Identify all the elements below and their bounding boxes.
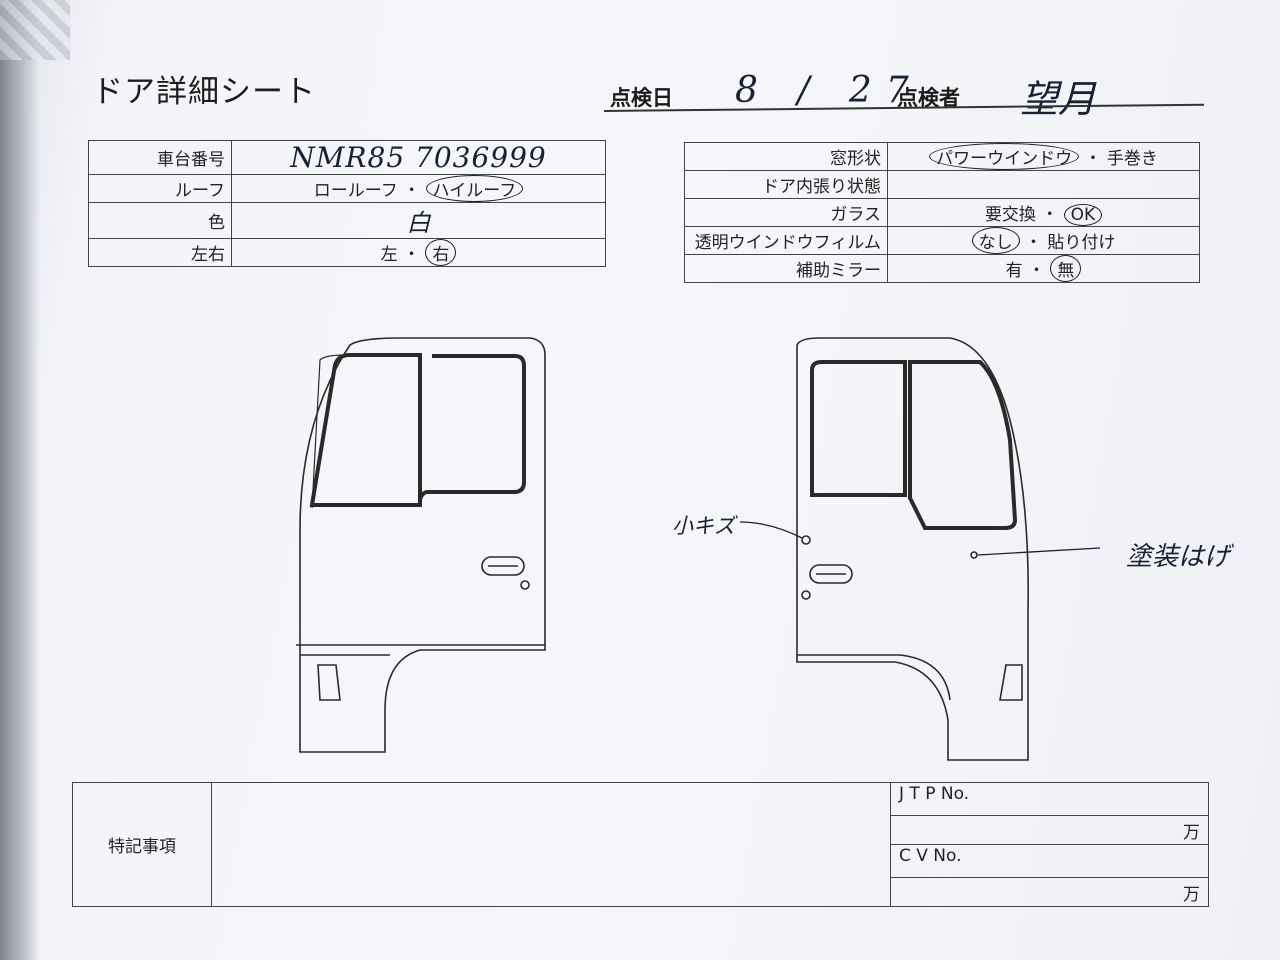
inspector-signature: 望月 xyxy=(1020,77,1097,121)
window-film-label: 透明ウインドウフィルム xyxy=(684,226,888,255)
separator: ・ xyxy=(1025,233,1042,253)
inspection-date-value: 8 / 27 xyxy=(735,70,923,111)
jtp-unit: 万 xyxy=(890,815,1209,845)
background-pattern xyxy=(0,0,70,60)
color-label: 色 xyxy=(88,202,232,239)
window-film-applied: 貼り付け xyxy=(1047,233,1116,253)
right-door-diagram xyxy=(796,337,1029,761)
table-row: 透明ウインドウフィルム なし ・ 貼り付け xyxy=(684,226,1200,255)
aux-mirror-no-circled: 無 xyxy=(1050,255,1082,282)
special-notes-content xyxy=(211,782,891,907)
paint-peel-note: 塗装はげ xyxy=(1126,542,1231,572)
window-type-manual: 手巻き xyxy=(1106,149,1158,169)
window-type-label: 窓形状 xyxy=(684,142,888,171)
table-row: 色 白 xyxy=(88,202,606,239)
separator: ・ xyxy=(1041,204,1059,225)
table-row: ルーフ ロールーフ ・ ハイルーフ xyxy=(88,174,606,203)
scratch-note: 小キズ xyxy=(672,514,735,538)
special-notes-table: 特記事項 J T P No. 万 C V No. 万 xyxy=(72,782,1209,907)
table-row: ガラス 要交換 ・ OK xyxy=(684,198,1200,227)
table-row: 窓形状 パワーウインドウ ・ 手巻き xyxy=(684,142,1200,171)
inspector-label: 点検者 xyxy=(897,86,960,110)
chassis-number-value: NMR85 7036999 xyxy=(290,141,547,174)
color-value: 白 xyxy=(406,209,431,237)
separator: ・ xyxy=(403,181,421,201)
jtp-number-label: J T P No. xyxy=(890,782,1209,816)
table-row: 左右 左 ・ 右 xyxy=(88,238,606,267)
page-shadow xyxy=(0,0,40,960)
vehicle-info-table: 車台番号 NMR85 7036999 ルーフ ロールーフ ・ ハイルーフ 色 白… xyxy=(88,140,606,267)
side-option-right-circled: 右 xyxy=(425,239,457,266)
table-row: 補助ミラー 有 ・ 無 xyxy=(684,254,1200,283)
annotation-leaders xyxy=(739,521,1101,556)
separator: ・ xyxy=(1028,261,1045,281)
sheet-title: ドア詳細シート xyxy=(92,74,316,110)
special-notes-label: 特記事項 xyxy=(72,782,212,907)
aux-mirror-yes: 有 xyxy=(1005,261,1023,281)
window-film-none-circled: なし xyxy=(971,227,1020,254)
side-label: 左右 xyxy=(88,238,232,267)
left-door-diagram xyxy=(296,337,546,753)
separator: ・ xyxy=(1084,149,1102,169)
glass-option-replace: 要交換 xyxy=(984,204,1036,225)
glass-option-ok-circled: OK xyxy=(1063,203,1103,226)
roof-option-low: ロールーフ xyxy=(313,181,398,201)
side-option-left: 左 xyxy=(380,245,398,265)
roof-option-high-circled: ハイルーフ xyxy=(425,175,524,202)
door-trim-value xyxy=(887,170,1200,199)
door-trim-label: ドア内張り状態 xyxy=(684,170,888,199)
table-row: ドア内張り状態 xyxy=(684,170,1200,199)
cv-number-label: C V No. xyxy=(890,844,1209,878)
inspection-date-label: 点検日 xyxy=(610,86,673,110)
aux-mirror-label: 補助ミラー xyxy=(684,254,888,283)
window-type-power-circled: パワーウインドウ xyxy=(929,143,1080,170)
cv-unit: 万 xyxy=(890,877,1209,907)
table-row: 車台番号 NMR85 7036999 xyxy=(88,140,606,175)
separator: ・ xyxy=(403,245,420,265)
door-condition-table: 窓形状 パワーウインドウ ・ 手巻き ドア内張り状態 ガラス 要交換 ・ OK … xyxy=(684,142,1200,283)
